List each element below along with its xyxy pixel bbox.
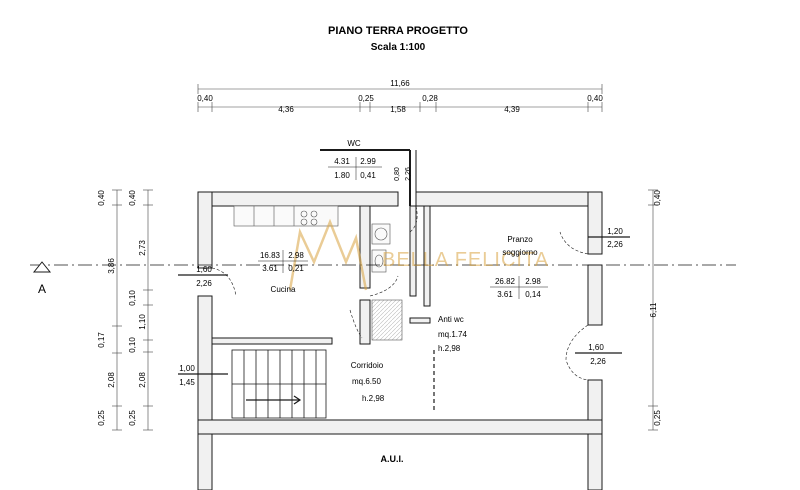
wc-label: WC 4.31 2.99 1.80 0,41	[328, 139, 382, 180]
dim-left-inner-5: 0,10	[128, 337, 137, 353]
wc-area: 4.31	[334, 157, 350, 166]
pranzo-height: 2.98	[525, 277, 541, 286]
cucina-r2: 0,21	[288, 264, 304, 273]
left-dimension-inner	[143, 189, 153, 431]
door-arcs	[211, 205, 589, 381]
right-window-top-dims: 1,20 2,26	[588, 227, 630, 249]
dim-left-inner-1: 0,40	[128, 190, 137, 206]
kitchen-window-bottom: 2,26	[196, 279, 212, 288]
cucina-name: Cucina	[271, 285, 296, 294]
stair-hatch	[371, 299, 403, 341]
anti-wc-label: Anti wc mq.1.74 h.2,98	[438, 315, 467, 353]
pranzo-area: 26.82	[495, 277, 516, 286]
corridoio-label: Corridoio mq.6.50 h.2,98	[351, 361, 385, 403]
right-window-top-bottom: 2,26	[607, 240, 623, 249]
right-dimension	[648, 189, 658, 431]
wc-outline	[320, 149, 417, 206]
dim-right-1: 0,40	[653, 190, 662, 206]
corridoio-name: Corridoio	[351, 361, 384, 370]
wc-opening-bottom: 2,26	[405, 167, 412, 181]
plan-scale: Scala 1:100	[371, 42, 426, 53]
dim-left-inner-6: 2,08	[138, 372, 147, 388]
dim-left-inner-2: 2,73	[138, 240, 147, 256]
dim-left-outer-1: 0,40	[97, 190, 106, 206]
top-dimension-parts	[197, 102, 603, 112]
pranzo-label: Pranzo soggiorno 26.82 2.98 3.61 0,14	[490, 235, 548, 299]
dim-right-3: 0,25	[653, 410, 662, 426]
dim-part-2: 4,36	[278, 105, 294, 114]
stair-window-bottom: 1,45	[179, 378, 195, 387]
top-dimension-overall	[197, 84, 603, 94]
anti-wc-height: h.2,98	[438, 344, 461, 353]
aui-label: A.U.I.	[380, 454, 403, 464]
dim-left-outer-2: 3,86	[107, 258, 116, 274]
right-window-bottom-top: 1,60	[588, 343, 604, 352]
kitchen-window-top: 1,60	[196, 265, 212, 274]
dim-part-6: 4,39	[504, 105, 520, 114]
stair-window-dims: 1,00 1,45	[178, 364, 228, 387]
cucina-r1: 3.61	[262, 264, 278, 273]
dim-part-3: 0,25	[358, 94, 374, 103]
dim-left-inner-7: 0,25	[128, 410, 137, 426]
right-window-bottom-dims: 1,60 2,26	[575, 343, 622, 366]
dim-part-7: 0,40	[587, 94, 603, 103]
kitchen-counter	[233, 205, 339, 227]
section-arrow	[32, 261, 52, 273]
wc-height: 2.99	[360, 157, 376, 166]
dim-left-outer-5: 0,25	[97, 410, 106, 426]
anti-wc-area: mq.1.74	[438, 330, 467, 339]
dim-part-4: 1,58	[390, 105, 406, 114]
right-window-top-top: 1,20	[607, 227, 623, 236]
cucina-label: 16.83 2.98 3.61 0,21 Cucina	[258, 250, 308, 294]
dim-part-5: 0,28	[422, 94, 438, 103]
dim-part-1: 0,40	[197, 94, 213, 103]
anti-wc-name: Anti wc	[438, 315, 464, 324]
left-dimension-outer	[112, 189, 122, 431]
right-window-bottom-bottom: 2,26	[590, 357, 606, 366]
dim-left-outer-3: 0,17	[97, 332, 106, 348]
corridoio-area: mq.6.50	[352, 377, 381, 386]
stair-window-top: 1,00	[179, 364, 195, 373]
wc-opening-top: 0,80	[394, 167, 401, 181]
watermark-text: BELLA FELICITA	[382, 249, 549, 271]
pranzo-r1: 3.61	[497, 290, 513, 299]
dim-left-outer-4: 2,08	[107, 372, 116, 388]
cucina-area: 16.83	[260, 251, 281, 260]
kitchen-window-dims: 1,60 2,26	[178, 265, 228, 288]
dim-right-2: 6,11	[649, 302, 658, 318]
walls	[197, 191, 603, 490]
dim-overall-label: 11,66	[390, 79, 410, 88]
section-label: A	[38, 282, 46, 296]
dim-left-inner-4: 1,10	[138, 314, 147, 330]
cucina-height: 2.98	[288, 251, 304, 260]
wc-fixtures	[371, 223, 391, 273]
pranzo-name-2: soggiorno	[502, 248, 538, 257]
wc-r1: 1.80	[334, 171, 350, 180]
staircase	[231, 349, 327, 419]
watermark-logo: BELLA FELICITA	[288, 218, 549, 291]
wc-name: WC	[347, 139, 361, 148]
pranzo-r2: 0,14	[525, 290, 541, 299]
dim-left-inner-3: 0,10	[128, 290, 137, 306]
plan-title: PIANO TERRA PROGETTO	[328, 25, 468, 37]
wc-r2: 0,41	[360, 171, 376, 180]
corridoio-height: h.2,98	[362, 394, 385, 403]
pranzo-name-1: Pranzo	[507, 235, 533, 244]
